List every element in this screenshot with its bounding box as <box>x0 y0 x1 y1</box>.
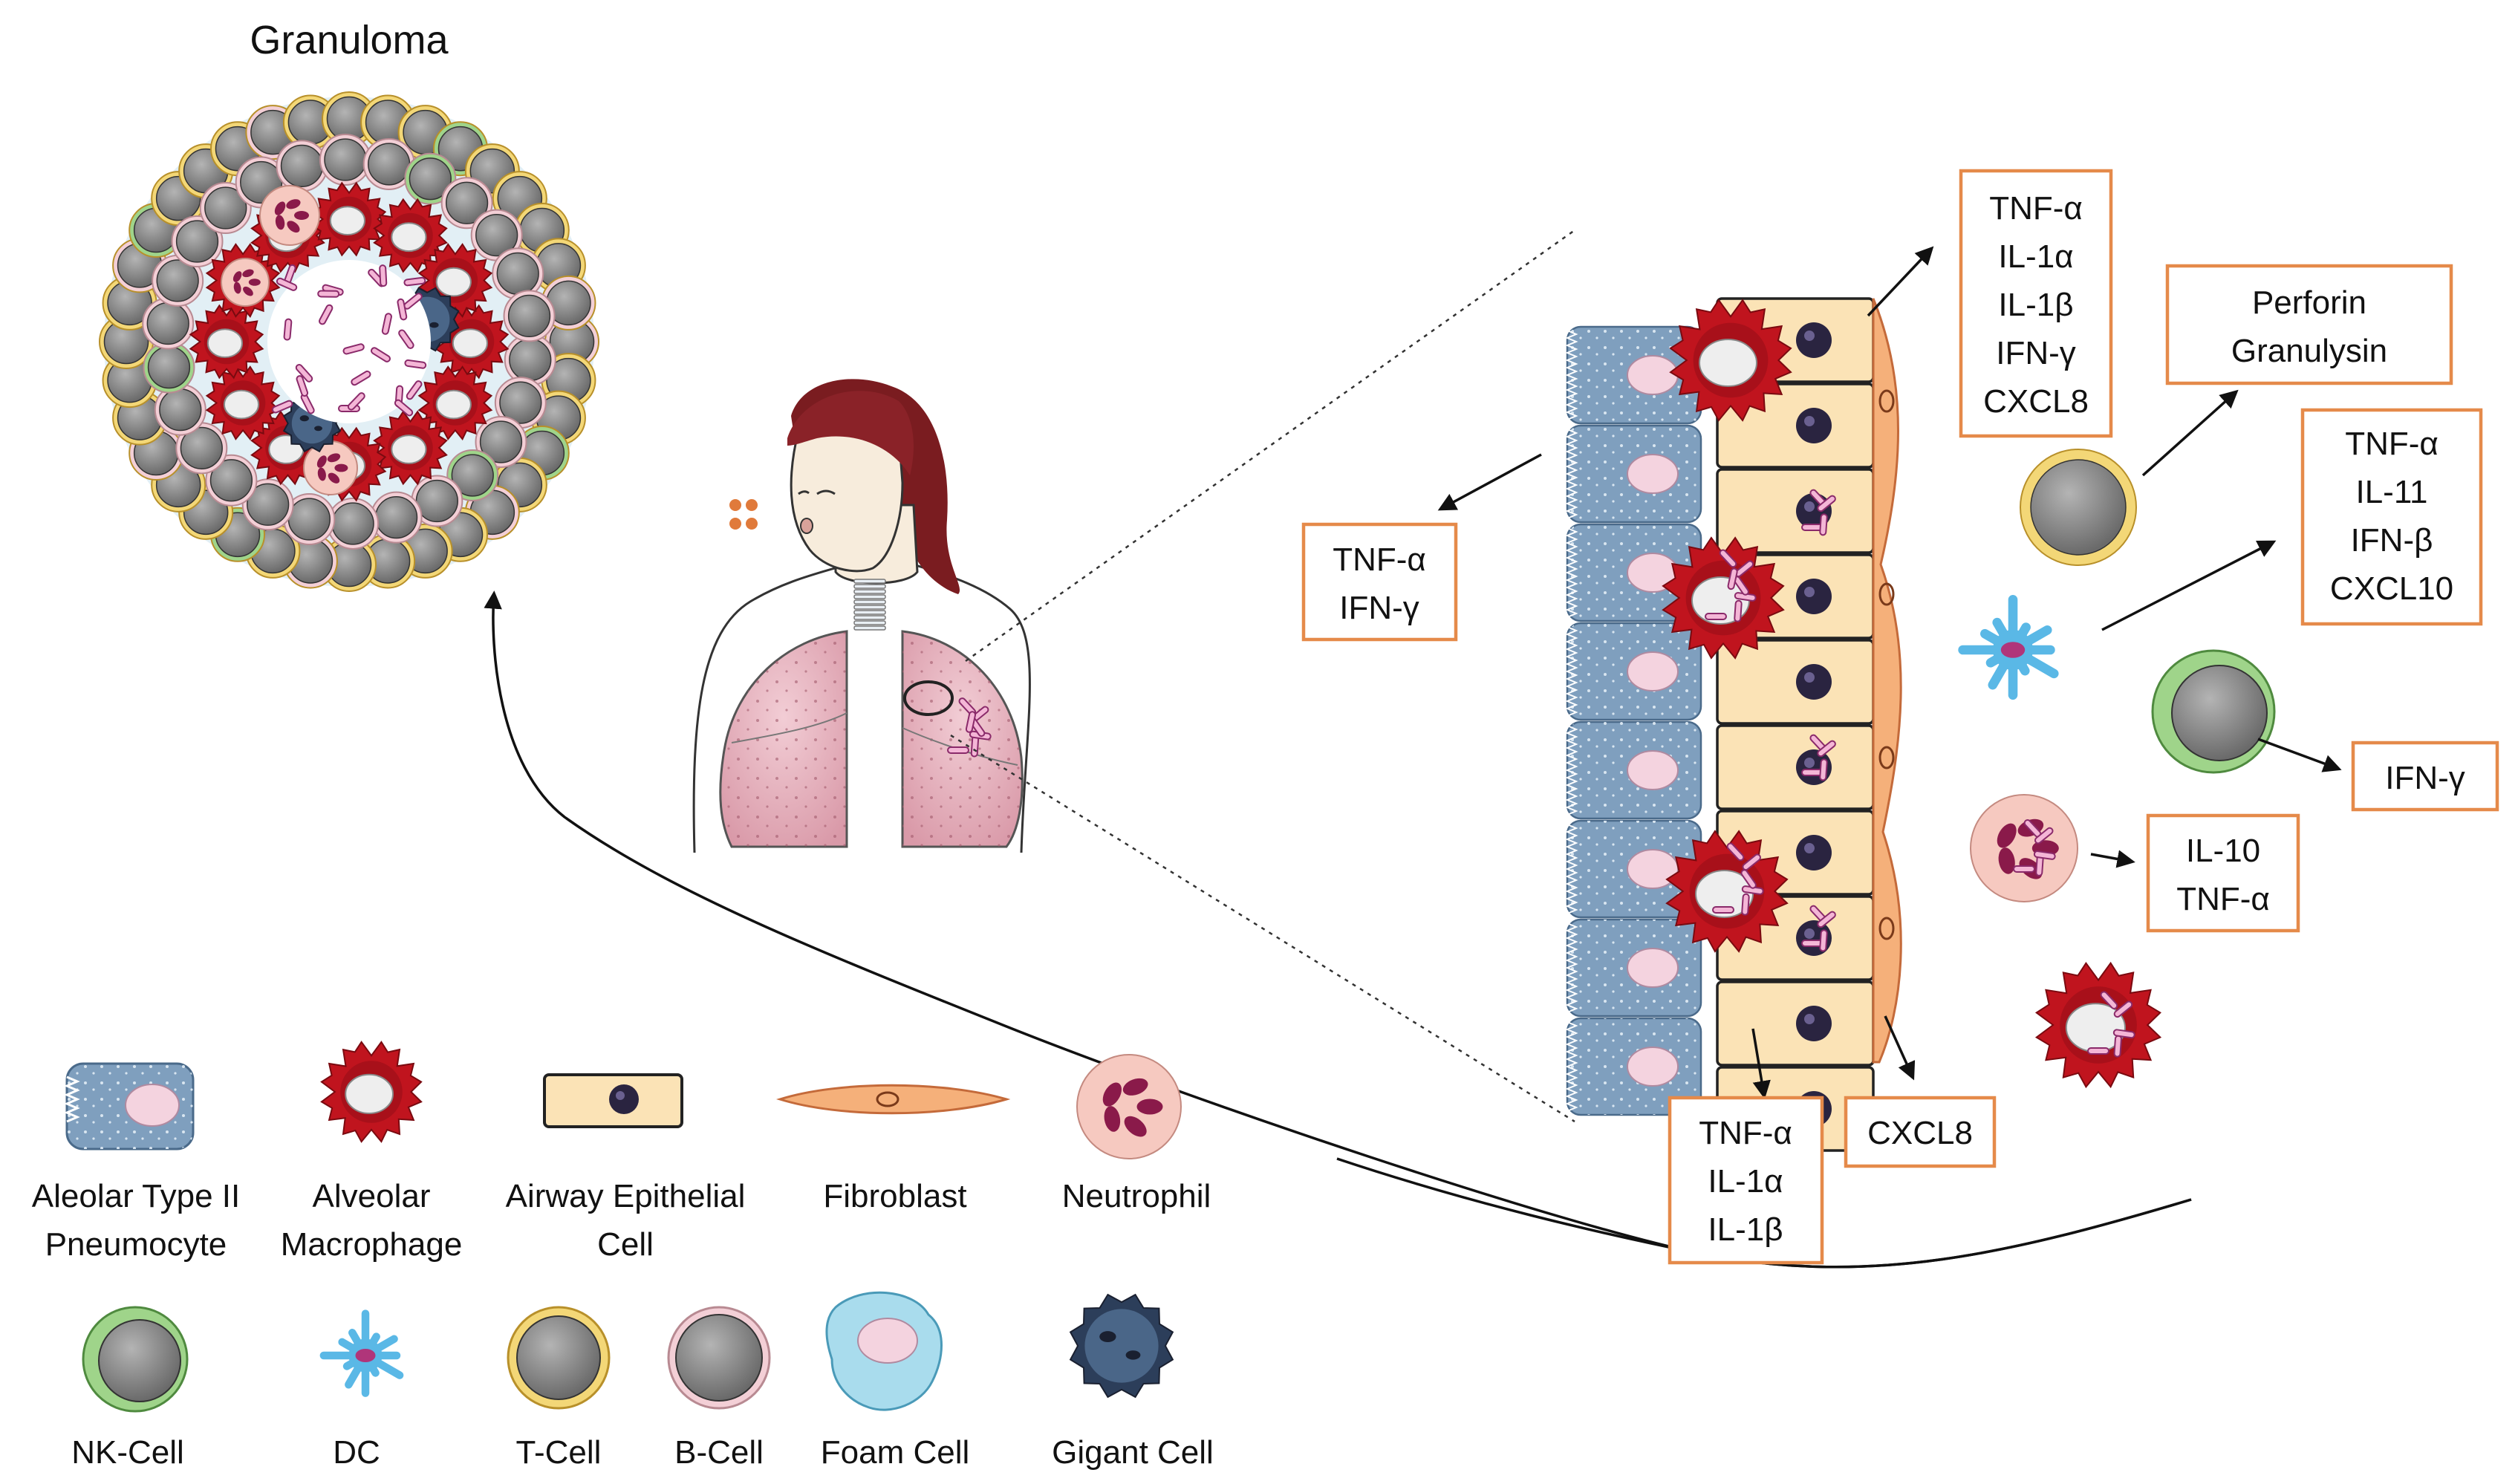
airway-epithelium-illustration <box>1565 297 1902 1152</box>
box-text: IL-1α <box>1998 238 2073 275</box>
box-text: IFN-γ <box>1339 590 1419 626</box>
box-text: TNF-α <box>1699 1115 1792 1151</box>
gigant-cell-icon <box>1069 1293 1174 1399</box>
box-text: IFN-β <box>2351 522 2433 559</box>
box-nk: IFN-γ <box>2351 741 2499 812</box>
foam-cell-icon <box>825 1291 943 1411</box>
box-text: TNF-α <box>2176 881 2270 917</box>
legend-label: Aleolar Type II <box>32 1178 240 1214</box>
box-dc: TNF-α IL-11 IFN-β CXCL10 <box>2300 408 2483 626</box>
legend-label: NK-Cell <box>71 1434 184 1471</box>
legend-label: DC <box>333 1434 380 1471</box>
legend-label: Gigant Cell <box>1052 1434 1214 1471</box>
neutrophil-icon <box>1076 1054 1182 1159</box>
legend-label: Neutrophil <box>1062 1178 1211 1214</box>
nk-cell-icon <box>82 1306 189 1413</box>
box-bottom-left: TNF-α IL-1α IL-1β <box>1668 1096 1824 1265</box>
legend-label: Pneumocyte <box>45 1226 227 1263</box>
box-text: CXCL8 <box>1867 1115 1973 1151</box>
box-text: CXCL10 <box>2330 570 2453 607</box>
b-cell-icon <box>667 1306 771 1410</box>
box-tcell: Perforin Granulysin <box>2165 264 2453 385</box>
t-cell-icon <box>507 1306 611 1410</box>
box-text: IL-1β <box>1998 287 2073 323</box>
box-text: TNF-α <box>1333 541 1426 578</box>
legend-label: Foam Cell <box>821 1434 970 1471</box>
box-epithelial-top: TNF-α IL-1α IL-1β IFN-γ CXCL8 <box>1959 169 2113 438</box>
cell-legend: Aleolar Type II Pneumocyte Alveolar Macr… <box>32 1041 1214 1471</box>
box-text: TNF-α <box>1989 190 2083 227</box>
granuloma-title: Granuloma <box>250 18 449 62</box>
box-text: CXCL8 <box>1983 383 2089 420</box>
box-text: IFN-γ <box>2385 760 2465 796</box>
dc-icon <box>319 1309 404 1397</box>
box-bottom-right: CXCL8 <box>1844 1096 1997 1168</box>
box-neutrophil: IL-10 TNF-α <box>2146 813 2300 933</box>
legend-label: Alveolar <box>313 1178 431 1214</box>
box-text: IL-10 <box>2186 833 2260 869</box>
box-text: IL-1α <box>1708 1163 1783 1200</box>
box-text: Perforin <box>2252 284 2366 321</box>
box-left: TNF-α IFN-γ <box>1301 522 1458 642</box>
box-text: IFN-γ <box>1996 335 2076 371</box>
immune-cells-illustration <box>1958 449 2276 1089</box>
box-text: IL-11 <box>2355 474 2427 510</box>
box-text: TNF-α <box>2345 426 2439 462</box>
patient-lungs-illustration <box>692 379 1031 853</box>
legend-label: Airway Epithelial <box>506 1178 746 1214</box>
box-text: IL-1β <box>1708 1211 1783 1248</box>
box-text: Granulysin <box>2231 333 2387 369</box>
legend-label: T-Cell <box>516 1434 602 1471</box>
granuloma-illustration <box>99 91 599 592</box>
legend-label: Cell <box>597 1226 654 1263</box>
legend-label: B-Cell <box>674 1434 764 1471</box>
macrophage-icon <box>320 1041 423 1143</box>
fibroblast-icon <box>775 1084 1011 1115</box>
legend-label: Fibroblast <box>823 1178 966 1214</box>
epithelial-cell-icon <box>543 1073 683 1128</box>
legend-label: Macrophage <box>281 1226 463 1263</box>
pneumocyte-icon <box>64 1062 195 1151</box>
